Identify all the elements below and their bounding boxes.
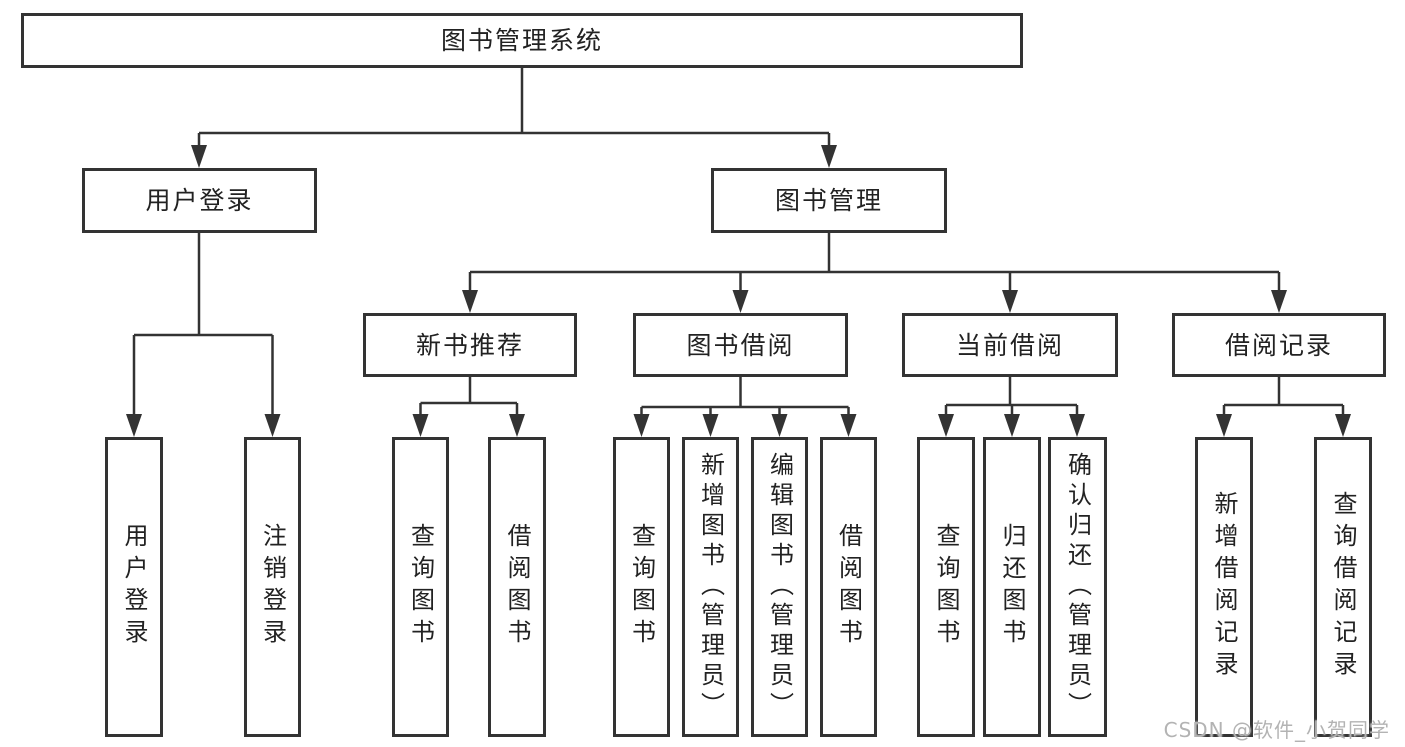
node-label: 图书管理 [774, 186, 883, 215]
node-label: 查询借阅记录 [1329, 491, 1357, 683]
arrowhead-down [1004, 414, 1020, 437]
node-user-login-leaf: 用户登录 [105, 437, 163, 737]
node-bb-query-books: 查询图书 [613, 437, 670, 737]
node-bb-borrow-books: 借阅图书 [820, 437, 877, 737]
arrowhead-down [264, 414, 281, 437]
arrowhead-down [732, 290, 749, 313]
arrowhead-down [462, 290, 478, 313]
node-label: 借阅图书 [503, 523, 531, 651]
node-label: 查询图书 [627, 523, 656, 651]
arrowhead-down [126, 414, 142, 437]
arrowhead-down [509, 414, 525, 437]
node-bb-edit-book-admin: 编辑图书（管理员） [751, 437, 808, 737]
arrowhead-down [1069, 414, 1085, 437]
node-bb-add-book-admin: 新增图书（管理员） [682, 437, 739, 737]
csdn-watermark: CSDN @软件_小贺同学 [1163, 718, 1390, 742]
arrowhead-down [1002, 290, 1018, 313]
node-label: 用户登录 [120, 523, 148, 651]
node-nb-borrow-books: 借阅图书 [488, 437, 546, 737]
node-label: 新书推荐 [415, 330, 524, 360]
node-cb-return-books: 归还图书 [983, 437, 1041, 737]
node-book-borrowing: 图书借阅 [633, 313, 848, 377]
node-label: 新增借阅记录 [1210, 491, 1238, 683]
node-label: 新增图书（管理员） [696, 452, 725, 722]
node-label: 借阅图书 [834, 523, 863, 651]
node-user-login: 用户登录 [82, 168, 317, 233]
node-label: 确认归还（管理员） [1063, 452, 1092, 722]
node-label: 当前借阅 [955, 330, 1064, 360]
node-br-query-borrow-record: 查询借阅记录 [1314, 437, 1372, 737]
node-cb-confirm-return-admin: 确认归还（管理员） [1048, 437, 1107, 737]
arrowhead-down [938, 414, 954, 437]
node-nb-query-books: 查询图书 [392, 437, 449, 737]
node-br-add-borrow-record: 新增借阅记录 [1195, 437, 1253, 737]
arrowhead-down [412, 414, 429, 437]
arrowhead-down [840, 414, 857, 437]
node-label: 注销登录 [258, 523, 287, 651]
arrowhead-down [1271, 290, 1287, 313]
node-library-management-system: 图书管理系统 [21, 13, 1023, 68]
node-label: 查询图书 [932, 523, 960, 651]
node-label: 编辑图书（管理员） [765, 452, 794, 722]
node-label: 查询图书 [406, 523, 435, 651]
arrowhead-down [1216, 414, 1232, 437]
arrowhead-down [771, 414, 788, 437]
node-label: 图书管理系统 [440, 26, 603, 55]
node-label: 借阅记录 [1224, 330, 1333, 360]
node-logout: 注销登录 [244, 437, 301, 737]
arrowhead-down [633, 414, 650, 437]
arrowhead-down [821, 145, 837, 168]
node-borrowing-records: 借阅记录 [1172, 313, 1386, 377]
arrowhead-down [702, 414, 719, 437]
node-book-management: 图书管理 [711, 168, 947, 233]
arrowhead-down [191, 145, 207, 168]
node-new-book-recommend: 新书推荐 [363, 313, 577, 377]
node-label: 归还图书 [998, 523, 1026, 651]
arrowhead-down [1335, 414, 1351, 437]
node-current-borrowing: 当前借阅 [902, 313, 1118, 377]
node-label: 图书借阅 [686, 330, 795, 360]
node-label: 用户登录 [145, 186, 254, 215]
node-cb-query-books: 查询图书 [917, 437, 975, 737]
